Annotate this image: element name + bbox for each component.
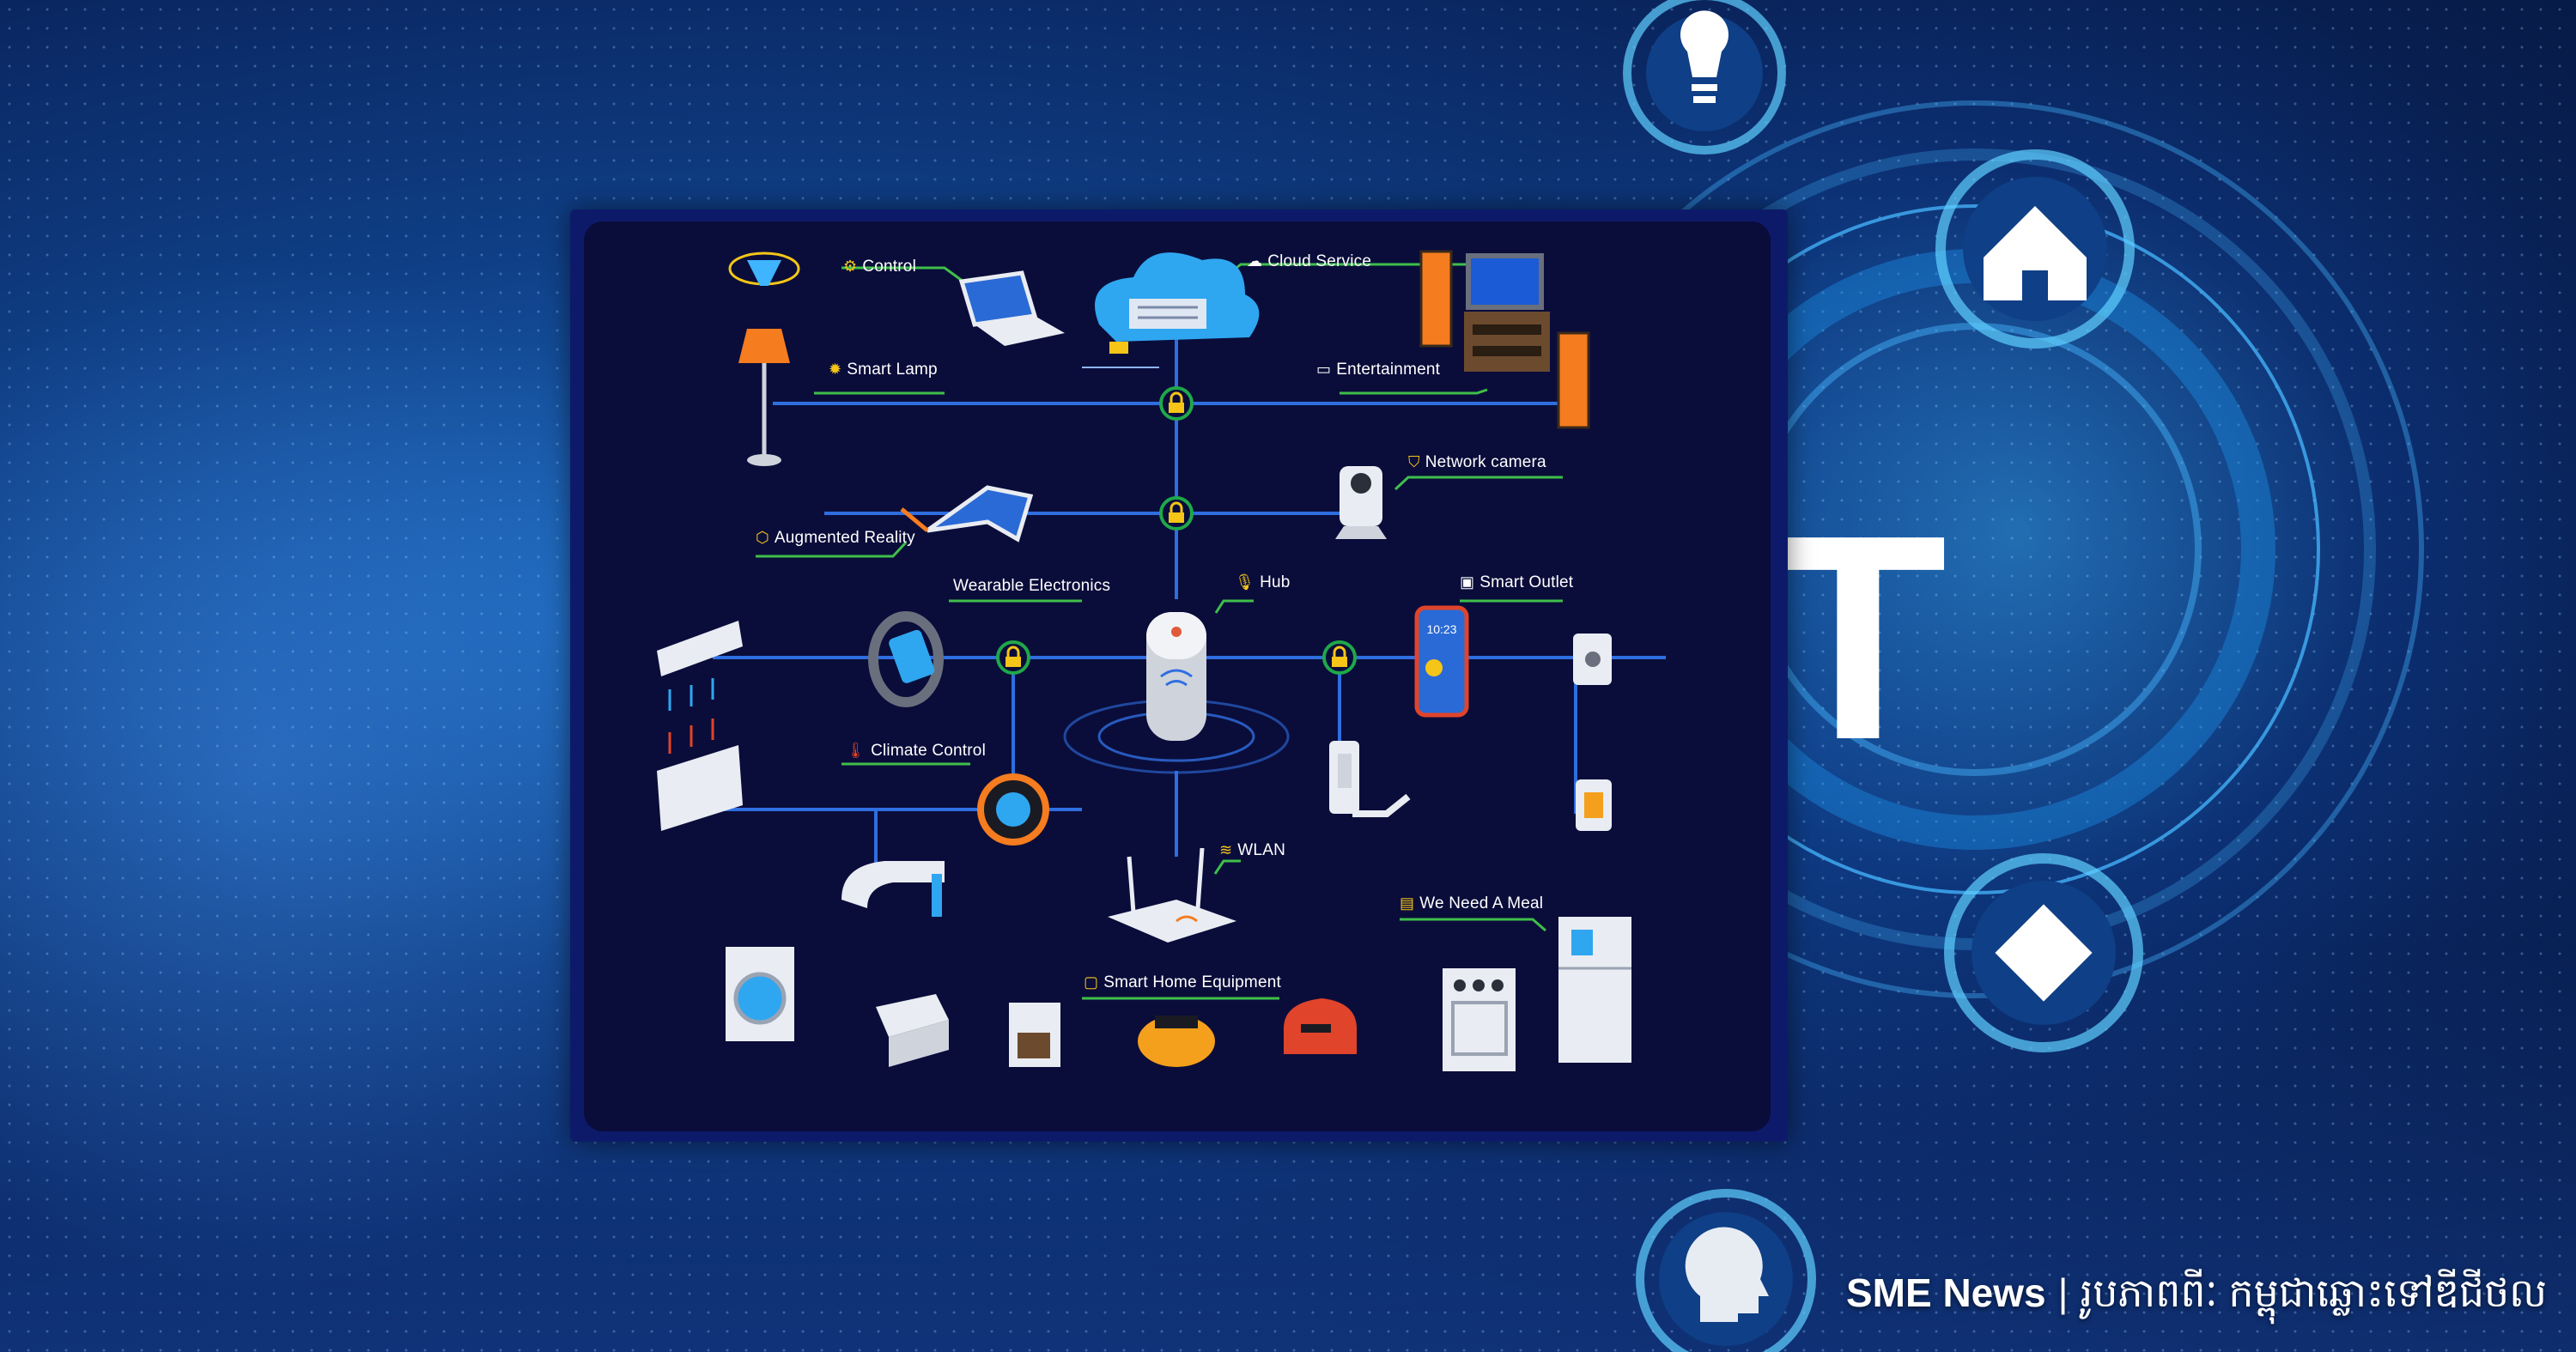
lock-nodes — [996, 386, 1357, 675]
cloud-icon: ☁ — [1247, 252, 1263, 270]
label-wearable-electronics: Wearable Electronics — [953, 577, 1111, 595]
thermometer-icon: 🌡 — [846, 742, 866, 759]
image-caption: SME News|រូបភាពពីៈ កម្ពុជាឆ្លោះទៅឌីជីថល — [1846, 1269, 2547, 1326]
brand-name: SME News — [1846, 1270, 2046, 1315]
thermostat — [977, 773, 1049, 846]
mail-icon — [1082, 342, 1159, 368]
image-credit: រូបភាពពីៈ កម្ពុជាឆ្លោះទៅឌីជីថល — [2080, 1270, 2548, 1315]
shield-icon: ⛉ — [1408, 453, 1420, 470]
ar-glasses — [900, 485, 1034, 543]
toaster — [1284, 998, 1357, 1054]
label-we-need-a-meal: ▤We Need A Meal — [1400, 894, 1544, 912]
cube-icon: ⬡ — [756, 529, 769, 546]
callout-lines — [756, 263, 1563, 1000]
refrigerator — [1558, 917, 1631, 1063]
phone-time: 10:23 — [1426, 622, 1456, 636]
hud-letters: T — [1769, 475, 1947, 801]
head-gears-icon — [1636, 1189, 1816, 1352]
heater — [657, 718, 743, 831]
appliance-icon: ▢ — [1084, 973, 1099, 991]
smartphone: 10:23 — [1414, 605, 1469, 718]
lock-icon — [1159, 386, 1194, 421]
label-climate-control: 🌡Climate Control — [846, 742, 986, 760]
lock-icon — [1159, 496, 1194, 530]
smart-scanner — [841, 861, 945, 917]
microwave-icon: ▤ — [1400, 894, 1415, 912]
label-network-camera: ⛉Network camera — [1408, 453, 1546, 471]
label-smart-outlet: ▣Smart Outlet — [1460, 573, 1574, 591]
label-augmented-reality: ⬡Augmented Reality — [756, 529, 915, 547]
smartwatch — [868, 611, 944, 707]
wifi-icon: ≋ — [1219, 841, 1233, 858]
label-control: ⚙Control — [843, 258, 916, 276]
outlet-icon: ▣ — [1460, 573, 1475, 591]
hub-speaker — [1063, 612, 1290, 774]
caption-separator: | — [2057, 1270, 2069, 1315]
chip-icon — [1944, 853, 2143, 1052]
microwave — [876, 994, 949, 1067]
coffee-machine — [1009, 1003, 1060, 1067]
label-hub: 🎙Hub — [1235, 573, 1291, 591]
laptop — [958, 270, 1065, 346]
smart-lamp — [728, 252, 800, 466]
diagram-graphics: 10:23 — [657, 250, 1666, 1071]
smart-outlet — [1573, 634, 1612, 685]
lock-icon — [1322, 640, 1357, 675]
entertainment-system — [1419, 250, 1590, 429]
gear-icon: ⚙ — [843, 258, 858, 275]
lightbulb-icon: ✹ — [829, 361, 842, 378]
network-camera — [1335, 466, 1387, 539]
robot-vacuum — [1138, 1016, 1215, 1067]
air-conditioner — [657, 621, 743, 711]
lightbulb-icon — [1623, 0, 1786, 155]
home-icon — [1935, 149, 2135, 349]
label-entertainment: ▭Entertainment — [1316, 361, 1441, 379]
oven — [1443, 968, 1516, 1071]
monitor-icon: ▭ — [1316, 361, 1332, 378]
label-smart-home-equipment: ▢Smart Home Equipment — [1084, 973, 1281, 991]
cloud-server — [1095, 252, 1260, 342]
smart-door-lock — [1329, 741, 1411, 817]
label-cloud-service: ☁Cloud Service — [1247, 252, 1372, 270]
washing-machine — [726, 947, 794, 1041]
lock-icon — [996, 640, 1030, 675]
wifi-router — [1108, 847, 1236, 943]
smart-switch — [1576, 779, 1612, 831]
microphone-icon: 🎙 — [1235, 573, 1255, 591]
iot-diagram: 10:23 — [584, 221, 1771, 1131]
label-smart-lamp: ✹Smart Lamp — [829, 361, 938, 379]
label-wlan: ≋WLAN — [1219, 841, 1285, 859]
